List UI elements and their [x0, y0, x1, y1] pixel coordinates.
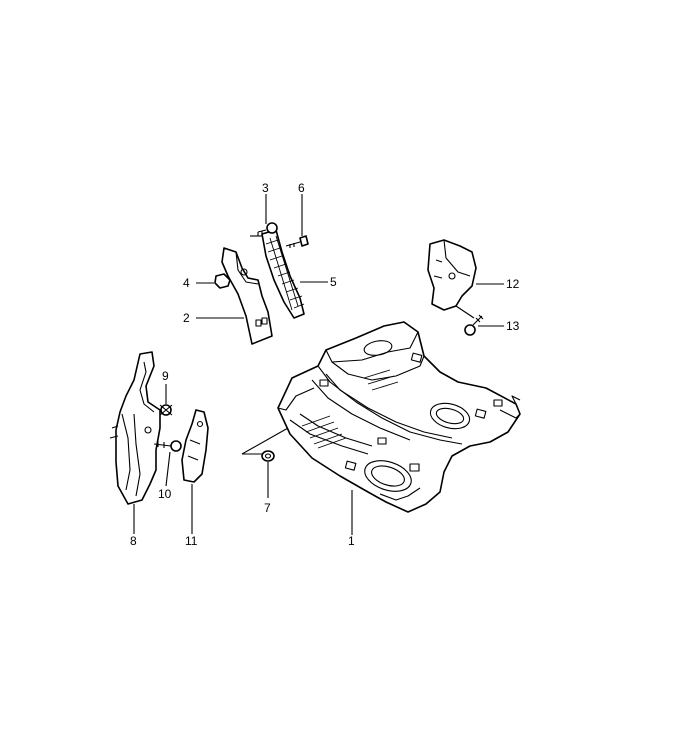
part-10-screw — [153, 440, 182, 452]
callout-5: 5 — [330, 275, 337, 289]
callouts: 1 2 3 4 5 6 7 8 9 10 11 12 13 — [130, 181, 520, 548]
callout-8: 8 — [130, 534, 137, 548]
part-9-clip — [159, 404, 173, 416]
part-5-panel — [261, 229, 305, 319]
part-8-side-panel — [109, 351, 161, 505]
callout-3: 3 — [262, 181, 269, 195]
part-11-trim-panel — [181, 409, 209, 483]
part-3-screw — [257, 222, 278, 236]
part-4-clip — [214, 273, 231, 289]
callout-10: 10 — [158, 487, 172, 501]
callout-12: 12 — [506, 277, 520, 291]
part-6-screw — [285, 235, 309, 248]
part-1-floor-panel — [277, 321, 521, 513]
callout-6: 6 — [298, 181, 305, 195]
callout-13: 13 — [506, 319, 520, 333]
part-13-screw — [464, 314, 484, 336]
callout-11: 11 — [185, 534, 198, 548]
part-2-side-trim — [221, 247, 273, 345]
part-12-cover-panel — [427, 239, 477, 311]
leader-lines — [133, 194, 504, 535]
part-7-nut — [261, 450, 275, 462]
callout-4: 4 — [183, 276, 190, 290]
callout-2: 2 — [183, 311, 190, 325]
callout-1: 1 — [348, 534, 355, 548]
callout-9: 9 — [162, 369, 169, 383]
callout-7: 7 — [264, 501, 271, 515]
